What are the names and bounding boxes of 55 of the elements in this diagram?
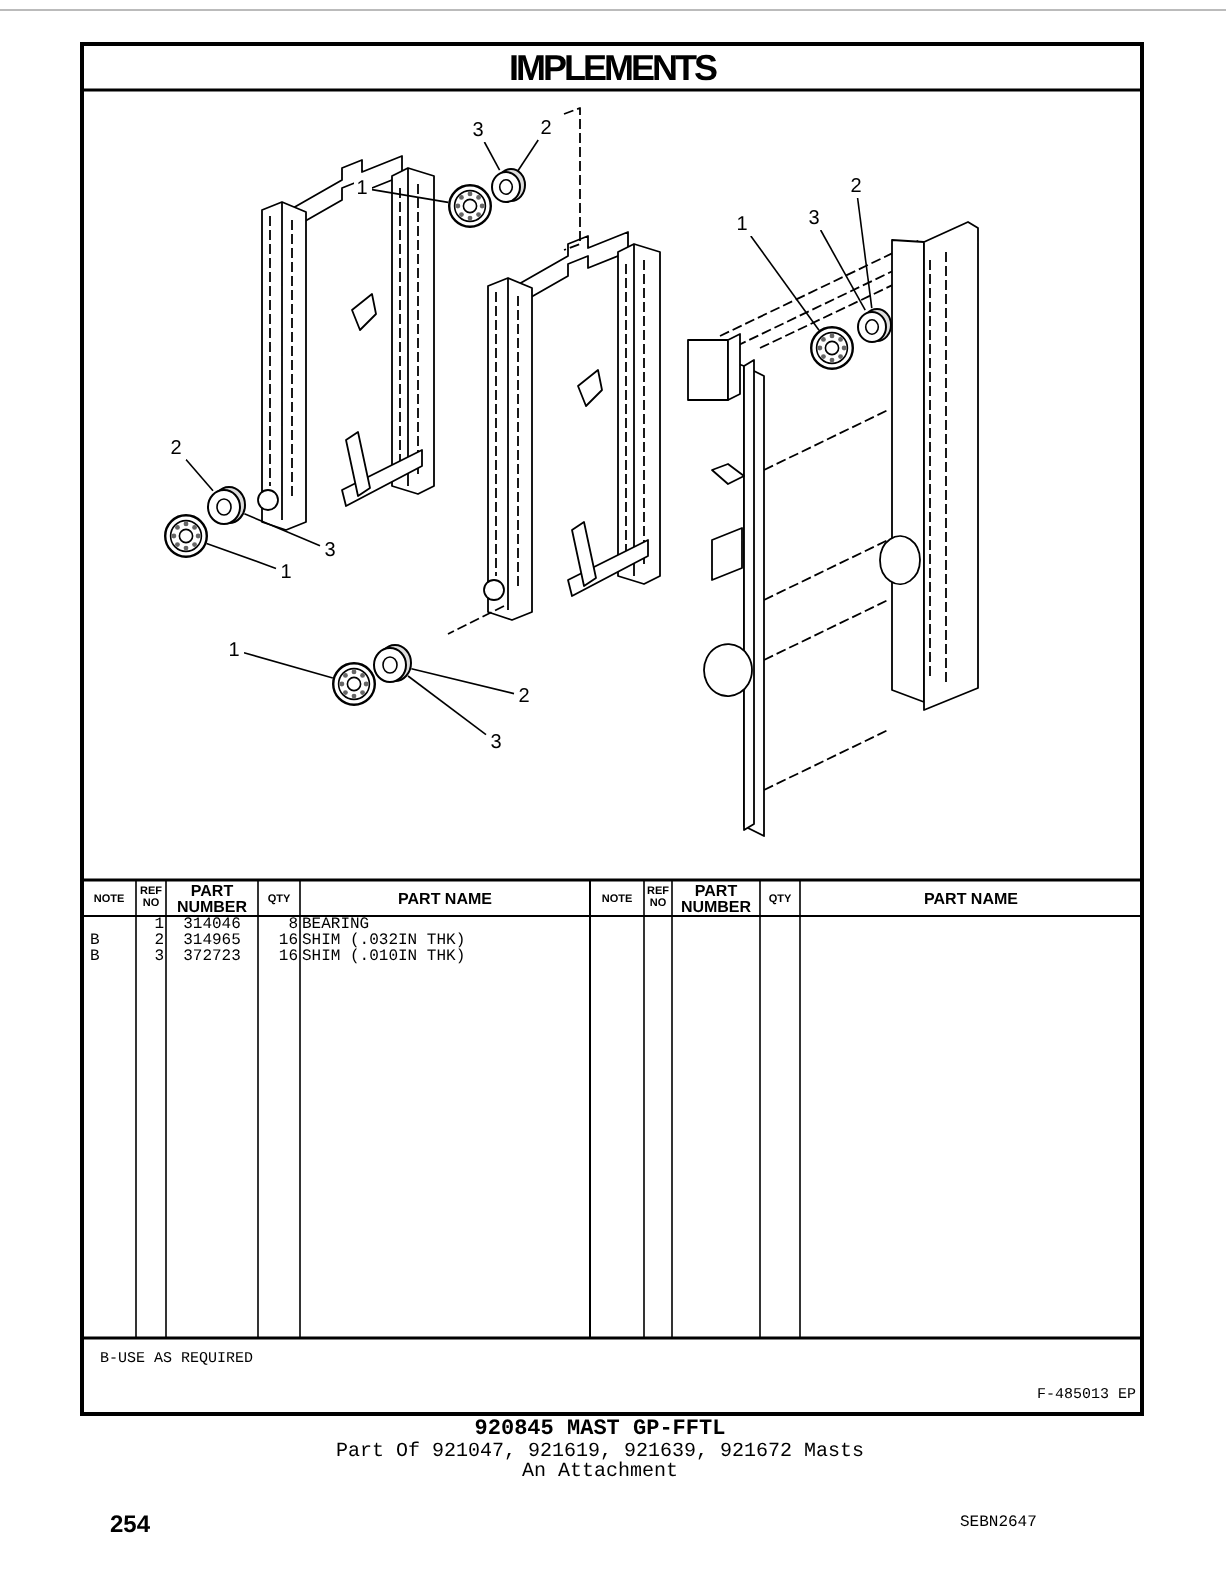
leader-line [410, 668, 515, 695]
callout-number: 2 [515, 685, 533, 707]
callout-number: 2 [167, 437, 185, 459]
callout-number: 3 [487, 731, 505, 753]
leader-line [243, 513, 321, 547]
figure-subtitle: Part Of 921047, 921619, 921639, 921672 Masts [333, 1444, 867, 1464]
leader-line [483, 141, 501, 171]
bearing-drawing [810, 326, 854, 370]
callout-number: 3 [805, 207, 823, 229]
table-cell-text: 8 [288, 918, 298, 934]
leader-line [856, 197, 873, 309]
callout-number: 1 [225, 639, 243, 661]
shim-drawing [206, 486, 246, 526]
leader-line [407, 675, 487, 736]
column-header: PART NAME [922, 892, 1020, 906]
table-cell-text: 314965 [181, 934, 243, 950]
column-header: PART NUMBER [174, 884, 250, 916]
leader-line [205, 542, 277, 570]
leader-line [371, 188, 449, 204]
leader-line [819, 229, 866, 311]
column-header: PART NAME [396, 892, 494, 906]
table-cell-text: 2 [152, 934, 164, 950]
callout-number: 3 [469, 119, 487, 141]
shim-drawing [856, 308, 892, 344]
table-cell-text: B [90, 934, 102, 950]
table-cell-text: SHIM (.010IN THK) [302, 950, 468, 966]
callout-number: 2 [847, 175, 865, 197]
bearing-drawing [448, 184, 492, 228]
table-cell-text: 314046 [181, 918, 243, 934]
table-cell-text: BEARING [302, 918, 370, 934]
table-cell-text: 3 [152, 950, 164, 966]
table-cell-text: SHIM (.032IN THK) [302, 934, 468, 950]
table-cell-text: 16 [276, 950, 298, 966]
callout-number: 1 [733, 213, 751, 235]
callout-number: 3 [321, 539, 339, 561]
figure-heading: 920845 MAST GP-FFTL [472, 1420, 728, 1442]
page-title: IMPLEMENTS [506, 46, 718, 90]
leader-line [750, 235, 820, 331]
page-number: 254 [110, 1512, 153, 1536]
shim-drawing [490, 168, 526, 204]
table-cell-text: 16 [276, 934, 298, 950]
bearing-drawing [164, 514, 208, 558]
document-number: SEBN2647 [960, 1516, 1039, 1532]
leader-line [243, 652, 334, 679]
callout-number: 2 [537, 117, 555, 139]
leader-line [517, 139, 539, 172]
table-cell-text: 372723 [181, 950, 243, 966]
figure-subtitle: An Attachment [519, 1464, 680, 1484]
leader-line [185, 458, 214, 492]
table-cell-text: 1 [152, 918, 164, 934]
table-cell-text: B [90, 950, 102, 966]
column-header: PART NUMBER [678, 884, 754, 916]
bearing-drawing [332, 662, 376, 706]
callout-number: 1 [277, 561, 295, 583]
shim-drawing [372, 644, 412, 684]
